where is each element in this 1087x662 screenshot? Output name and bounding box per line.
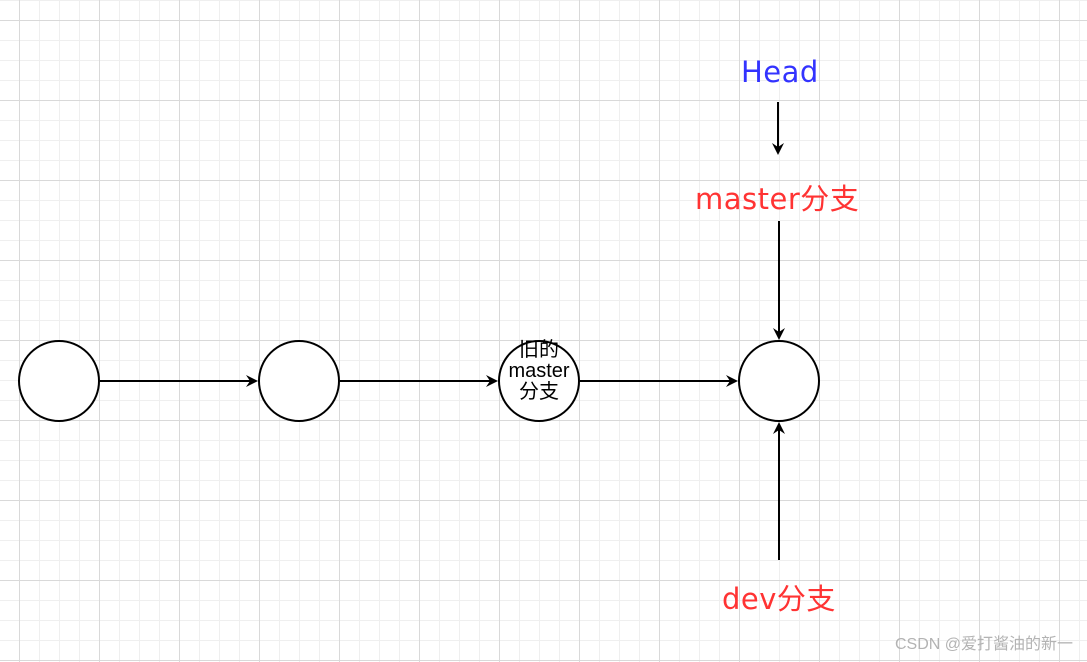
old-master-node-label-line-3: 分支 bbox=[519, 381, 559, 403]
old-master-node-label-line-2: master bbox=[508, 360, 570, 382]
master-branch-label: master分支 bbox=[695, 182, 860, 216]
old-master-node-label-line-1: 旧的 bbox=[519, 339, 559, 361]
commit-node-2[interactable] bbox=[258, 340, 340, 422]
commit-node-old-master[interactable] bbox=[498, 340, 580, 422]
dev-branch-label: dev分支 bbox=[722, 582, 836, 616]
commit-node-1[interactable] bbox=[18, 340, 100, 422]
commit-node-latest[interactable] bbox=[738, 340, 820, 422]
head-label: Head bbox=[741, 55, 819, 89]
watermark: CSDN @爱打酱油的新一 bbox=[894, 636, 1073, 653]
